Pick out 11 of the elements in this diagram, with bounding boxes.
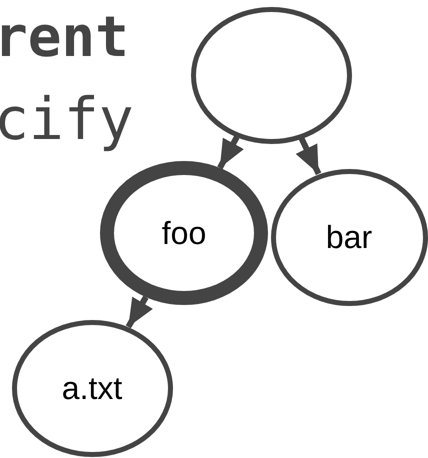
node-label: foo — [162, 214, 206, 252]
ellipse-node — [100, 161, 268, 305]
code-text: rent — [0, 10, 129, 66]
node-label: bar — [326, 218, 372, 256]
arrow — [217, 136, 244, 170]
ellipse-node — [270, 168, 428, 306]
ellipse-node — [190, 6, 352, 144]
arrow — [126, 296, 153, 328]
arrow — [296, 137, 322, 176]
ellipse-node — [12, 320, 172, 456]
node-label: a.txt — [62, 370, 122, 406]
